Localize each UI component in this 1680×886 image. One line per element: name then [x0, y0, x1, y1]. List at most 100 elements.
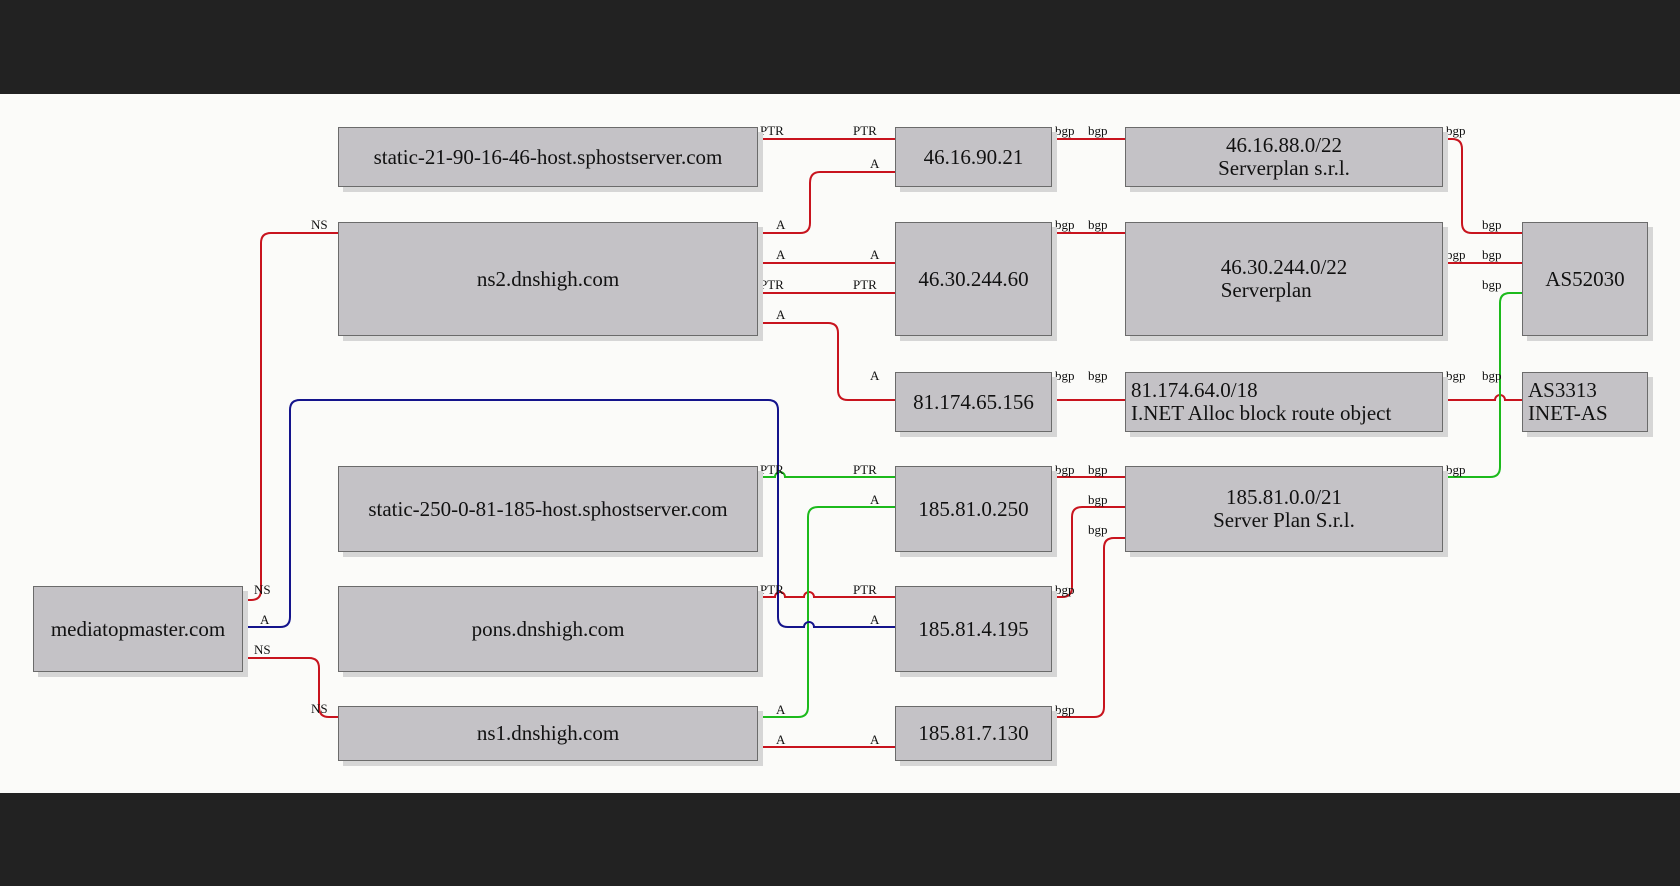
label-ns: NS — [311, 701, 328, 716]
edge-185-7-bgp-net — [1052, 537, 1125, 718]
label-bgp: bgp — [1088, 217, 1108, 232]
label-bgp: bgp — [1446, 462, 1466, 477]
label-a: A — [260, 612, 270, 627]
node-label-owner: Serverplan — [1220, 278, 1312, 302]
edge-ns2-a-81-174-65-156 — [758, 322, 895, 401]
label-bgp: bgp — [1055, 123, 1075, 138]
label-bgp: bgp — [1088, 368, 1108, 383]
diagram-canvas — [0, 94, 1680, 793]
label-bgp: bgp — [1055, 217, 1075, 232]
node-label-as: AS3313 — [1528, 378, 1597, 402]
node-label-prefix: 46.30.244.0/22 — [1220, 255, 1348, 279]
node-as3313[interactable]: AS3313 INET-AS — [1522, 372, 1648, 432]
label-bgp: bgp — [1088, 522, 1108, 537]
label-bgp: bgp — [1055, 368, 1075, 383]
node-label-prefix: 81.174.64.0/18 — [1131, 378, 1258, 402]
label-ptr: PTR — [760, 462, 784, 477]
red-edges — [243, 138, 1522, 748]
label-a: A — [776, 732, 786, 747]
node-label: 81.174.65.156 — [913, 389, 1034, 414]
label-a: A — [776, 307, 786, 322]
top-letterbox-bar — [0, 0, 1680, 94]
label-ns: NS — [254, 642, 271, 657]
node-label: 46.30.244.60 — [918, 266, 1029, 291]
node-ip-185-81-7-130[interactable]: 185.81.7.130 — [895, 706, 1052, 761]
label-ptr: PTR — [853, 123, 877, 138]
node-label: ns1.dnshigh.com — [476, 721, 620, 745]
edge-net46-16-bgp-as52030 — [1443, 138, 1522, 234]
label-bgp: bgp — [1446, 123, 1466, 138]
label-bgp: bgp — [1088, 462, 1108, 477]
node-label: ns2.dnshigh.com — [476, 266, 620, 291]
node-net-46-16-88-0[interactable]: 46.16.88.0/22 Serverplan s.r.l. — [1125, 127, 1443, 187]
label-bgp: bgp — [1055, 462, 1075, 477]
label-bgp: bgp — [1482, 217, 1502, 232]
edge-mediatop-a-185-81-4-195 — [243, 399, 895, 628]
label-ptr: PTR — [853, 582, 877, 597]
node-label-prefix: 46.16.88.0/22 — [1225, 133, 1343, 157]
label-bgp: bgp — [1055, 582, 1075, 597]
node-ip-185-81-0-250[interactable]: 185.81.0.250 — [895, 466, 1052, 552]
edge-ns2-a-46-16-90-21 — [758, 171, 895, 234]
label-a: A — [776, 702, 786, 717]
label-a: A — [776, 217, 786, 232]
node-label: 185.81.0.250 — [918, 496, 1029, 521]
node-label-owner: Serverplan s.r.l. — [1218, 156, 1350, 180]
node-label: AS52030 — [1545, 266, 1625, 291]
label-bgp: bgp — [1088, 492, 1108, 507]
label-a: A — [870, 247, 880, 262]
edge-static250-ptr-185-81-0-250 — [758, 471, 895, 478]
green-edges — [758, 292, 1522, 718]
node-label-prefix: 185.81.0.0/21 — [1225, 485, 1343, 509]
node-ns1-dnshigh[interactable]: ns1.dnshigh.com — [338, 706, 758, 761]
blue-edges — [243, 399, 895, 628]
node-label-name: INET-AS — [1528, 401, 1608, 425]
node-net-81-174-64-0[interactable]: 81.174.64.0/18 I.NET Alloc block route o… — [1125, 372, 1443, 432]
node-label: mediatopmaster.com — [50, 616, 226, 641]
node-pons-dnshigh[interactable]: pons.dnshigh.com — [338, 586, 758, 672]
label-bgp: bgp — [1482, 368, 1502, 383]
node-net-185-81-0-0[interactable]: 185.81.0.0/21 Server Plan S.r.l. — [1125, 466, 1443, 552]
edge-labels: PTR PTR A A A A PTR PTR A A PTR PTR A PT… — [254, 123, 1502, 747]
label-a: A — [870, 368, 880, 383]
node-label: static-21-90-16-46-host.sphostserver.com — [373, 144, 723, 169]
node-ip-185-81-4-195[interactable]: 185.81.4.195 — [895, 586, 1052, 672]
node-label: 185.81.4.195 — [918, 616, 1029, 641]
label-bgp: bgp — [1482, 247, 1502, 262]
label-bgp: bgp — [1055, 702, 1075, 717]
label-a: A — [870, 612, 880, 627]
edge-net185-bgp-as52030 — [1443, 292, 1522, 478]
label-ptr: PTR — [853, 462, 877, 477]
bottom-letterbox-bar — [0, 793, 1680, 886]
node-ip-46-16-90-21[interactable]: 46.16.90.21 — [895, 127, 1052, 187]
node-ns2-dnshigh[interactable]: ns2.dnshigh.com — [338, 222, 758, 336]
label-bgp: bgp — [1446, 368, 1466, 383]
node-static-21-host[interactable]: static-21-90-16-46-host.sphostserver.com — [338, 127, 758, 187]
label-bgp: bgp — [1088, 123, 1108, 138]
label-ptr: PTR — [853, 277, 877, 292]
node-label: 46.16.90.21 — [923, 144, 1024, 169]
node-label: pons.dnshigh.com — [471, 616, 625, 641]
label-a: A — [870, 492, 880, 507]
label-ns: NS — [311, 217, 328, 232]
node-as52030[interactable]: AS52030 — [1522, 222, 1648, 336]
label-ns: NS — [254, 582, 271, 597]
label-a: A — [776, 247, 786, 262]
label-a: A — [870, 156, 880, 171]
node-mediatopmaster[interactable]: mediatopmaster.com — [33, 586, 243, 672]
node-net-46-30-244-0[interactable]: 46.30.244.0/22 Serverplan — [1125, 222, 1443, 336]
node-label-owner: I.NET Alloc block route object — [1131, 401, 1392, 425]
edge-ns1-a-185-81-0-250 — [758, 506, 895, 718]
node-ip-81-174-65-156[interactable]: 81.174.65.156 — [895, 372, 1052, 432]
edge-mediatop-ns-ns1 — [243, 657, 338, 718]
node-static-250-host[interactable]: static-250-0-81-185-host.sphostserver.co… — [338, 466, 758, 552]
node-label: static-250-0-81-185-host.sphostserver.co… — [368, 496, 728, 521]
node-label-owner: Server Plan S.r.l. — [1213, 508, 1355, 532]
label-bgp: bgp — [1482, 277, 1502, 292]
edge-net81-bgp-as3313 — [1443, 394, 1522, 401]
node-ip-46-30-244-60[interactable]: 46.30.244.60 — [895, 222, 1052, 336]
edge-mediatop-ns-ns2 — [243, 232, 338, 601]
edge-185-4-bgp-net — [1052, 506, 1125, 598]
label-ptr: PTR — [760, 123, 784, 138]
